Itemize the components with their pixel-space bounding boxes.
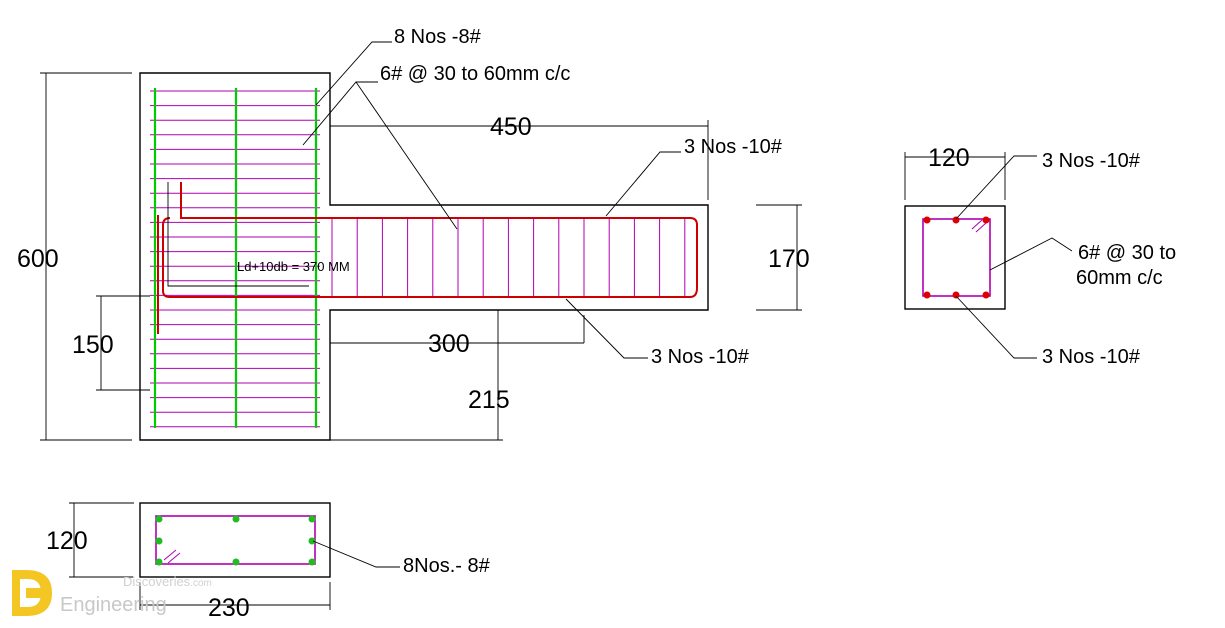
stirrup-hook	[971, 219, 983, 230]
column-section-bar	[308, 515, 316, 523]
column-beam-outline	[139, 72, 709, 441]
column-section-bar	[155, 515, 163, 523]
beam-length-label: 450	[490, 113, 532, 141]
leader-column-section-bars	[312, 540, 400, 568]
section-stirrup-note-line2: 60mm c/c	[1076, 267, 1163, 289]
stirrup-hook-2	[975, 222, 987, 233]
de-logo-icon	[12, 570, 52, 616]
column-section-bars-note: 8Nos.- 8#	[403, 555, 491, 577]
beam-section-top-bar-right	[982, 216, 990, 224]
beam-top-bars-note: 3 Nos -10#	[684, 136, 783, 158]
dim-column-section-depth	[69, 502, 134, 578]
column-main-bars-note: 8 Nos -8#	[394, 26, 482, 48]
beam-depth-label: 170	[768, 245, 810, 273]
column-height-label: 600	[17, 245, 59, 273]
beam-cross-section: 120 3 Nos -10# 6# @ 30 to 60mm c/c 3 Nos…	[904, 144, 1176, 368]
column-section-bar	[232, 558, 240, 566]
beam-section-bottom-bar-left	[923, 291, 931, 299]
tie-hook-2	[167, 552, 181, 564]
column-section-bar	[155, 537, 163, 545]
below-beam-label: 215	[468, 386, 510, 414]
dim-column-section-width	[139, 582, 331, 610]
bottom-length-label: 300	[428, 330, 470, 358]
anchorage-length-indicator	[167, 182, 309, 287]
column-beam-elevation: Ld+10db = 370 MM 600 150 450 170	[17, 26, 810, 441]
column-section-bar	[155, 558, 163, 566]
beam-section-outline	[904, 205, 1006, 310]
beam-bottom-bars-note: 3 Nos -10#	[651, 346, 750, 368]
dim-beam-depth	[756, 204, 802, 311]
dim-below-beam	[330, 310, 503, 441]
leader-beam-bottom-bars	[565, 298, 648, 359]
column-cross-section: 120 230 8Nos.- 8#	[46, 502, 491, 622]
beam-section-bottom-bar-right	[982, 291, 990, 299]
beam-stirrups	[331, 218, 686, 297]
beam-section-bottom-bar-middle	[952, 291, 960, 299]
leader-section-stirrup	[989, 237, 1073, 271]
beam-section-stirrup	[922, 218, 991, 297]
leader-section-bottom-bars	[955, 295, 1037, 359]
column-section-outline	[139, 502, 331, 578]
beam-bottom-bar	[162, 217, 690, 298]
beam-section-width-label: 120	[928, 144, 970, 172]
dim-bottom-length	[330, 315, 585, 344]
tie-hook	[163, 549, 177, 561]
column-section-bar	[232, 515, 240, 523]
watermark: Discoveries.com Engineering	[12, 570, 212, 616]
watermark-line2: Engineering	[60, 594, 167, 616]
leader-stirrup-beam	[355, 81, 458, 230]
watermark-line1-suffix: .com	[190, 578, 212, 589]
beam-section-top-bar-left	[923, 216, 931, 224]
column-section-bar	[308, 537, 316, 545]
column-stirrup-note: 6# @ 30 to 60mm c/c	[380, 63, 570, 85]
dim-beam-length	[330, 120, 709, 200]
section-bottom-bars-note: 3 Nos -10#	[1042, 346, 1141, 368]
bottom-offset-label: 150	[72, 331, 114, 359]
beam-section-top-bar-middle	[952, 216, 960, 224]
column-section-depth-label: 120	[46, 527, 88, 555]
watermark-line1: Discoveries.com	[123, 574, 212, 589]
column-section-width-label: 230	[208, 594, 250, 622]
leader-column-main-bars	[315, 41, 392, 106]
column-section-bar	[308, 558, 316, 566]
dim-bottom-offset	[96, 295, 150, 391]
beam-top-bar	[180, 182, 698, 298]
anchorage-note: Ld+10db = 370 MM	[237, 259, 350, 274]
leader-section-top-bars	[955, 155, 1037, 220]
section-top-bars-note: 3 Nos -10#	[1042, 150, 1141, 172]
dim-column-height	[40, 72, 132, 441]
column-section-tie	[155, 515, 316, 565]
dim-beam-section-width	[904, 152, 1006, 200]
section-stirrup-note-line1: 6# @ 30 to	[1078, 242, 1176, 264]
leader-beam-top-bars	[605, 151, 681, 217]
